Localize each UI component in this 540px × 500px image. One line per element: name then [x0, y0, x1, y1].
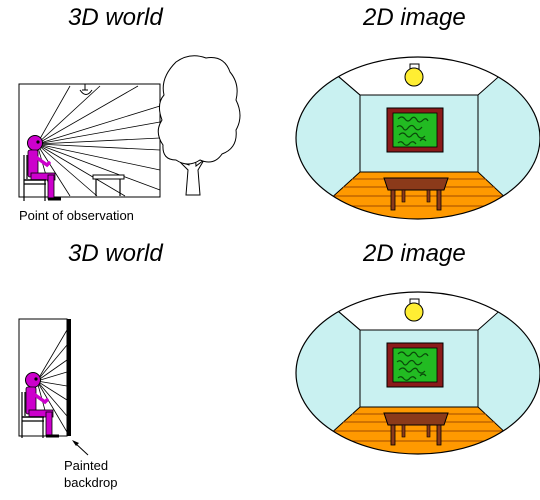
wall-picture-icon: [386, 342, 444, 388]
caption-painted-backdrop-line1: Painted: [64, 458, 109, 473]
arrow-icon: [72, 440, 89, 456]
sight-rays-bottom: [36, 329, 68, 437]
wall-picture-icon: [386, 107, 444, 153]
image-2d-bottom: [295, 291, 540, 455]
scene-3d-world-top: [18, 55, 241, 203]
title-2d-image-bottom: 2D image: [363, 240, 466, 267]
ceiling-lamp-icon: [404, 298, 424, 322]
sight-rays-top: [36, 85, 161, 197]
image-2d-top: [295, 56, 540, 220]
caption-painted-backdrop-line2: backdrop: [64, 475, 118, 490]
bench-icon: [92, 174, 125, 196]
title-3d-world-bottom: 3D world: [68, 240, 163, 267]
table-icon: [383, 412, 449, 446]
table-icon: [383, 177, 449, 211]
title-3d-world-top: 3D world: [68, 4, 163, 31]
title-2d-image-top: 2D image: [363, 4, 466, 31]
scene-3d-world-bottom: [18, 318, 89, 456]
ceiling-lamp-icon: [404, 63, 424, 87]
tree-icon: [157, 55, 241, 196]
caption-point-of-observation: Point of observation: [19, 208, 134, 223]
caption-painted-backdrop: Painted backdrop: [64, 457, 117, 491]
lamp-icon: [82, 84, 88, 91]
